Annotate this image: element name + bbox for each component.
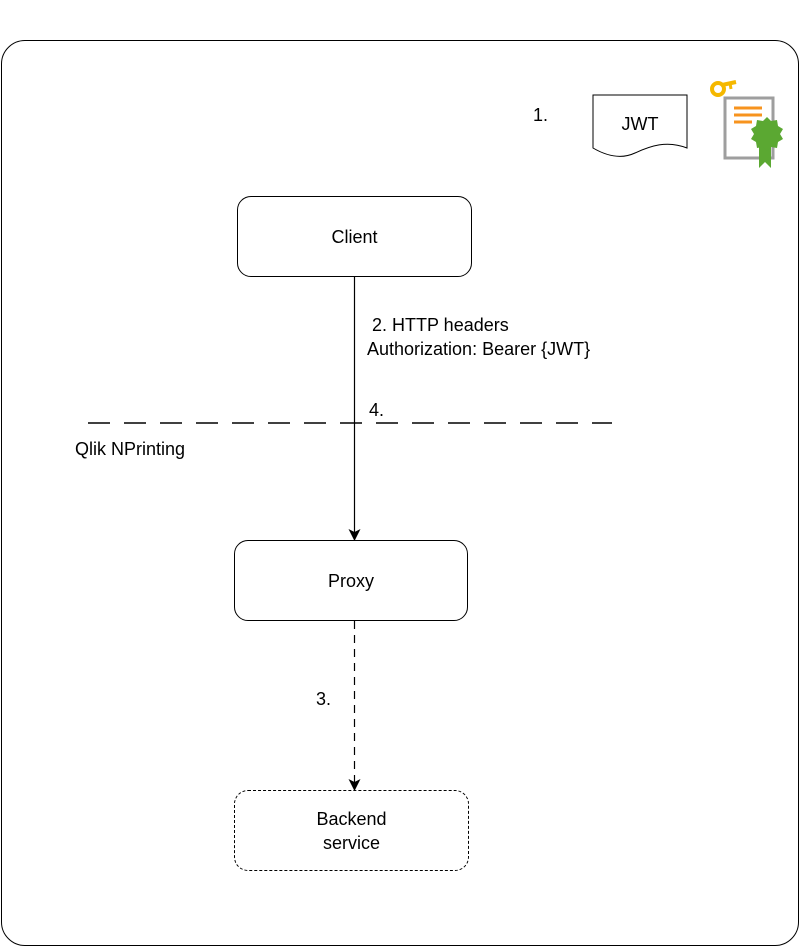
qlik-nprinting-label: Qlik NPrinting [75, 439, 186, 459]
step-1-label: 1. [533, 105, 549, 125]
step-2-label: 2. HTTP headers [372, 315, 509, 335]
backend-service-node[interactable]: Backend service [234, 790, 469, 871]
client-node[interactable]: Client [237, 196, 472, 277]
diagram-frame [1, 40, 799, 946]
step-3-label: 3. [316, 689, 332, 709]
authorization-header-label: Authorization: Bearer {JWT} [367, 339, 591, 359]
proxy-node[interactable]: Proxy [234, 540, 468, 621]
backend-label-line2: service [322, 832, 380, 853]
proxy-label: Proxy [327, 570, 374, 591]
jwt-token-label: JWT [621, 114, 659, 134]
step-4-label: 4. [369, 400, 385, 420]
backend-label-line1: Backend [316, 808, 387, 829]
client-label: Client [331, 226, 378, 247]
